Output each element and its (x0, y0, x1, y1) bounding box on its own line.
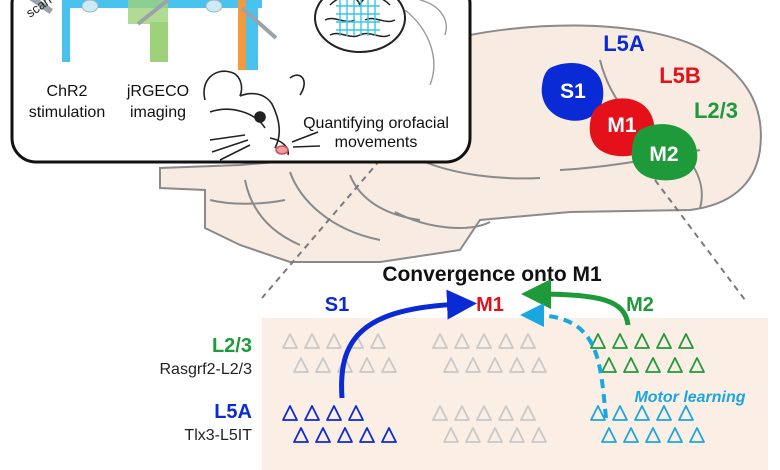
neuron-icon (678, 333, 694, 349)
neuron-icon (623, 357, 639, 373)
neuron-icon (465, 427, 481, 443)
neuron-icon (667, 427, 683, 443)
chr2-sublabel: stimulation (29, 104, 105, 121)
neuron-icon (315, 427, 331, 443)
layer-label-l5b: L5B (659, 63, 701, 88)
neuron-grid (282, 333, 705, 443)
row-line-l5a: Tlx3-L5IT (184, 427, 252, 444)
row-label-l23: L2/3 (212, 335, 252, 357)
neuron-icon (634, 333, 650, 349)
neuron-icon (601, 357, 617, 373)
neuron-icon (590, 333, 606, 349)
stim-beam (62, 0, 70, 62)
neuron-icon (689, 357, 705, 373)
neuron-icon (315, 357, 331, 373)
layer-label-l23: L2/3 (694, 98, 738, 123)
neuron-icon (432, 405, 448, 421)
neuron-icon (487, 427, 503, 443)
neuron-icon (678, 405, 694, 421)
methods-panel: scan ChR2 stimulation jRGECO imaging (10, 0, 472, 164)
neuron-icon (520, 333, 536, 349)
arrow-s1-to-m1 (339, 289, 477, 399)
neuron-icon (498, 405, 514, 421)
neuron-icon (348, 405, 364, 421)
col-label-m2: M2 (626, 294, 654, 316)
neuron-icon (304, 333, 320, 349)
neuron-icon (326, 405, 342, 421)
neuron-icon (520, 405, 536, 421)
col-label-m1: M1 (476, 294, 504, 316)
neuron-icon (359, 357, 375, 373)
neuron-icon (531, 427, 547, 443)
neuron-icon (282, 333, 298, 349)
motor-learning-label: Motor learning (634, 389, 745, 406)
neuron-icon (601, 427, 617, 443)
neuron-icon (381, 427, 397, 443)
neuron-icon (667, 357, 683, 373)
neuron-icon (465, 357, 481, 373)
region-label-m1: M1 (607, 114, 636, 137)
projection-line-left (261, 159, 381, 299)
projection-line-right (654, 179, 746, 301)
neuron-icon (634, 405, 650, 421)
region-label-s1: S1 (560, 80, 586, 103)
row-label-l5a: L5A (214, 401, 252, 423)
neuron-icon (476, 405, 492, 421)
mouse-icon (203, 70, 321, 161)
neuron-icon (282, 405, 298, 421)
neuron-icon (293, 427, 309, 443)
neuron-icon (509, 357, 525, 373)
circuit-title: Convergence onto M1 (382, 263, 602, 286)
region-m2: M2 (631, 124, 698, 181)
row-line-l23: Rasgrf2-L2/3 (160, 361, 253, 378)
neuron-icon (476, 333, 492, 349)
neuron-icon (454, 333, 470, 349)
neuron-icon (304, 405, 320, 421)
chr2-label: ChR2 (47, 83, 88, 100)
neuron-icon (590, 405, 606, 421)
layer-label-l5a: L5A (603, 31, 645, 56)
circuit-panel (262, 318, 768, 470)
neuron-icon (454, 405, 470, 421)
imaging-beam (150, 22, 168, 62)
neuron-icon (370, 333, 386, 349)
brain-top-view-icon (314, 0, 447, 86)
jrgeco-label: jRGECO (126, 83, 189, 100)
region-label-m2: M2 (649, 143, 678, 166)
neuron-icon (689, 427, 705, 443)
arrow-learning-to-m1 (520, 303, 608, 419)
neuron-icon (381, 357, 397, 373)
neuron-icon (498, 333, 514, 349)
neuron-icon (531, 357, 547, 373)
neuron-icon (645, 357, 661, 373)
jrgeco-sublabel: imaging (130, 104, 186, 121)
neuron-icon (509, 427, 525, 443)
orofacial-label: Quantifying orofacial (303, 115, 449, 132)
neuron-icon (443, 357, 459, 373)
neuron-icon (337, 427, 353, 443)
neuron-icon (623, 427, 639, 443)
neuron-icon (443, 427, 459, 443)
orange-beam (238, 0, 246, 70)
arrow-m2-to-m1 (521, 279, 631, 326)
col-label-s1: S1 (325, 294, 349, 316)
neuron-icon (656, 405, 672, 421)
neuron-icon (645, 427, 661, 443)
neuron-icon (612, 333, 628, 349)
neuron-icon (656, 333, 672, 349)
neuron-icon (293, 357, 309, 373)
neuron-icon (487, 357, 503, 373)
neuron-icon (432, 333, 448, 349)
neuron-icon (612, 405, 628, 421)
neuron-icon (359, 427, 375, 443)
neuron-icon (326, 333, 342, 349)
region-s1: S1 (541, 62, 604, 121)
dichroic-mirror-icon (240, 6, 278, 40)
orofacial-sublabel: movements (335, 134, 418, 151)
